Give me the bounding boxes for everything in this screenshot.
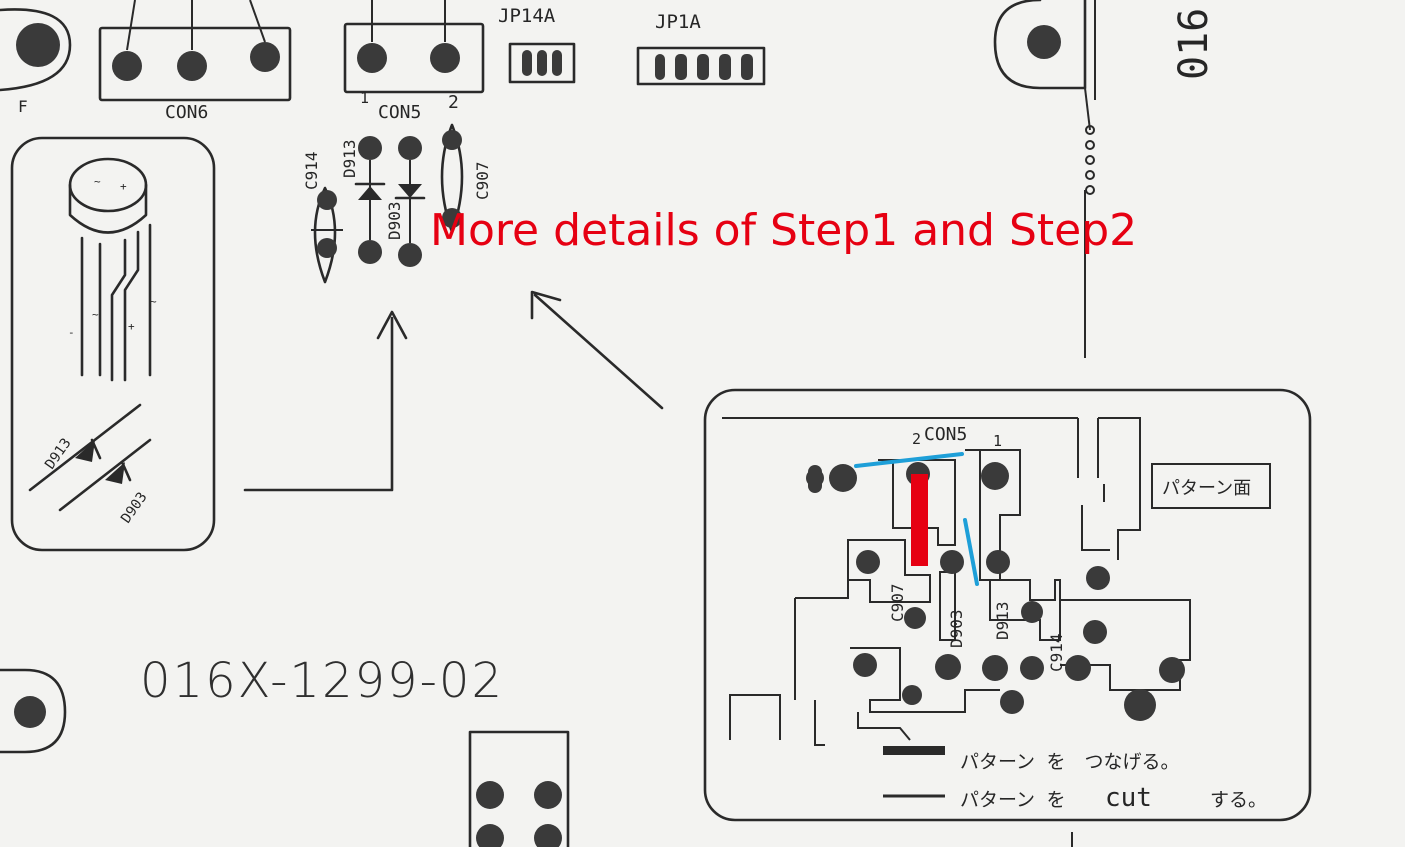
mounting-tab-top-left xyxy=(0,8,72,92)
inset-label-c907: C907 xyxy=(888,583,907,622)
label-d913-left: D913 xyxy=(42,435,74,472)
legend-cut-text-b: cut xyxy=(1105,783,1152,813)
mounting-tab-top-right xyxy=(993,0,1096,358)
label-con6: CON6 xyxy=(165,102,208,123)
pin-plus-2: + xyxy=(128,320,135,333)
pin-minus-1: - xyxy=(68,326,75,339)
inset-label-d903: D903 xyxy=(947,609,966,648)
connect-pattern-mark xyxy=(911,474,928,566)
legend-connect-text: パターン を つなげる。 xyxy=(960,751,1180,773)
mounting-tab-bottom-left xyxy=(0,668,67,754)
label-d913: D913 xyxy=(340,139,359,178)
label-c914: C914 xyxy=(302,151,321,190)
board-code-label: 016X-1299-02 xyxy=(140,653,504,709)
component-outline-box xyxy=(10,136,216,552)
jp1a-jumper xyxy=(636,46,766,86)
label-c907: C907 xyxy=(473,161,492,200)
pin-tilde-1: ~ xyxy=(94,175,101,188)
annotation-more-details: More details of Step1 and Step2 xyxy=(430,205,1137,256)
label-f: F xyxy=(18,97,28,116)
label-d903: D903 xyxy=(385,201,404,240)
inset-label-pin1: 1 xyxy=(993,432,1002,450)
cut-mark-side xyxy=(963,518,979,586)
pin-tilde-2: ~ xyxy=(92,308,99,321)
arrow-from-inset xyxy=(530,290,664,410)
con5-connector xyxy=(343,0,485,94)
legend-cut-text-a: パターン を xyxy=(960,789,1066,811)
inset-detail-box xyxy=(703,388,1312,822)
inset-label-d913: D913 xyxy=(993,601,1012,640)
arrow-from-left-box xyxy=(243,310,408,492)
label-d903-left: D903 xyxy=(118,489,150,526)
inset-label-con5: CON5 xyxy=(924,424,967,445)
label-jp14a: JP14A xyxy=(498,5,556,27)
center-component-cluster xyxy=(311,123,464,284)
bottom-connector xyxy=(468,730,570,847)
jp14a-jumper xyxy=(508,42,576,84)
legend-cut-text-c: する。 xyxy=(1210,789,1267,811)
pattern-side-label: パターン面 xyxy=(1162,478,1251,499)
label-con5-pin1: 1 xyxy=(360,89,369,107)
label-con5: CON5 xyxy=(378,102,421,123)
pin-tilde-3: ~ xyxy=(150,295,157,308)
cut-mark-top xyxy=(854,452,964,468)
label-corner-code: 016 xyxy=(1171,8,1217,80)
con6-connector xyxy=(98,0,292,102)
label-con5-pin2: 2 xyxy=(448,92,459,113)
inset-label-pin2: 2 xyxy=(912,430,921,448)
label-jp1a: JP1A xyxy=(655,11,701,33)
inset-label-c914: C914 xyxy=(1047,633,1066,672)
pin-plus-1: + xyxy=(120,180,127,193)
